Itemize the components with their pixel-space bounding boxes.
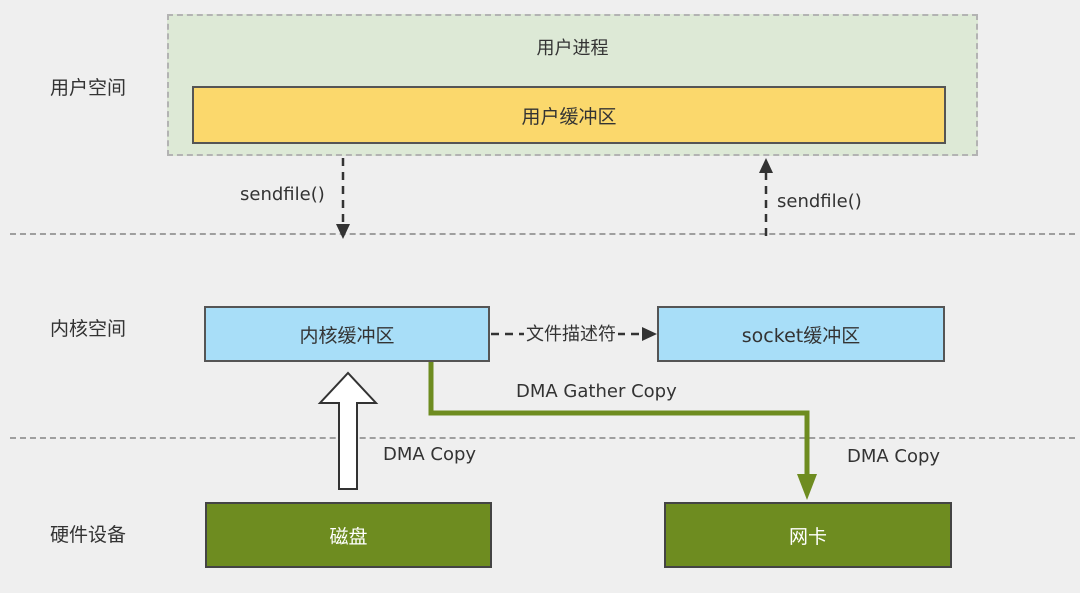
kernel-buffer-box: 内核缓冲区 [204, 306, 490, 362]
nic-label: 网卡 [788, 525, 827, 548]
sendfile-down-label: sendfile() [240, 184, 325, 205]
dma-copy-nic-label: DMA Copy [847, 446, 941, 467]
user-buffer-box: 用户缓冲区 [192, 86, 946, 144]
kernel-space-label: 内核空间 [50, 318, 127, 340]
dma-copy-disk-label: DMA Copy [383, 444, 477, 465]
kernel-buffer-label: 内核缓冲区 [299, 324, 395, 347]
socket-buffer-label: socket缓冲区 [741, 324, 861, 347]
user-space-label: 用户空间 [50, 77, 127, 99]
socket-buffer-box: socket缓冲区 [657, 306, 945, 362]
disk-box: 磁盘 [205, 502, 492, 568]
dma-gather-copy-path [428, 362, 817, 500]
file-descriptor-label: 文件描述符 [524, 322, 618, 348]
hardware-label: 硬件设备 [50, 524, 127, 546]
sendfile-down-arrow [336, 158, 350, 239]
sendfile-up-label: sendfile() [777, 191, 862, 212]
kernel-hardware-divider [10, 437, 1075, 439]
user-kernel-divider [10, 233, 1075, 235]
user-process-title: 用户进程 [536, 38, 609, 59]
dma-gather-copy-label: DMA Gather Copy [516, 381, 677, 402]
dma-copy-hollow-arrow [317, 371, 379, 490]
nic-box: 网卡 [664, 502, 952, 568]
user-buffer-label: 用户缓冲区 [521, 105, 617, 128]
sendfile-up-arrow [759, 158, 773, 236]
disk-label: 磁盘 [329, 525, 368, 548]
